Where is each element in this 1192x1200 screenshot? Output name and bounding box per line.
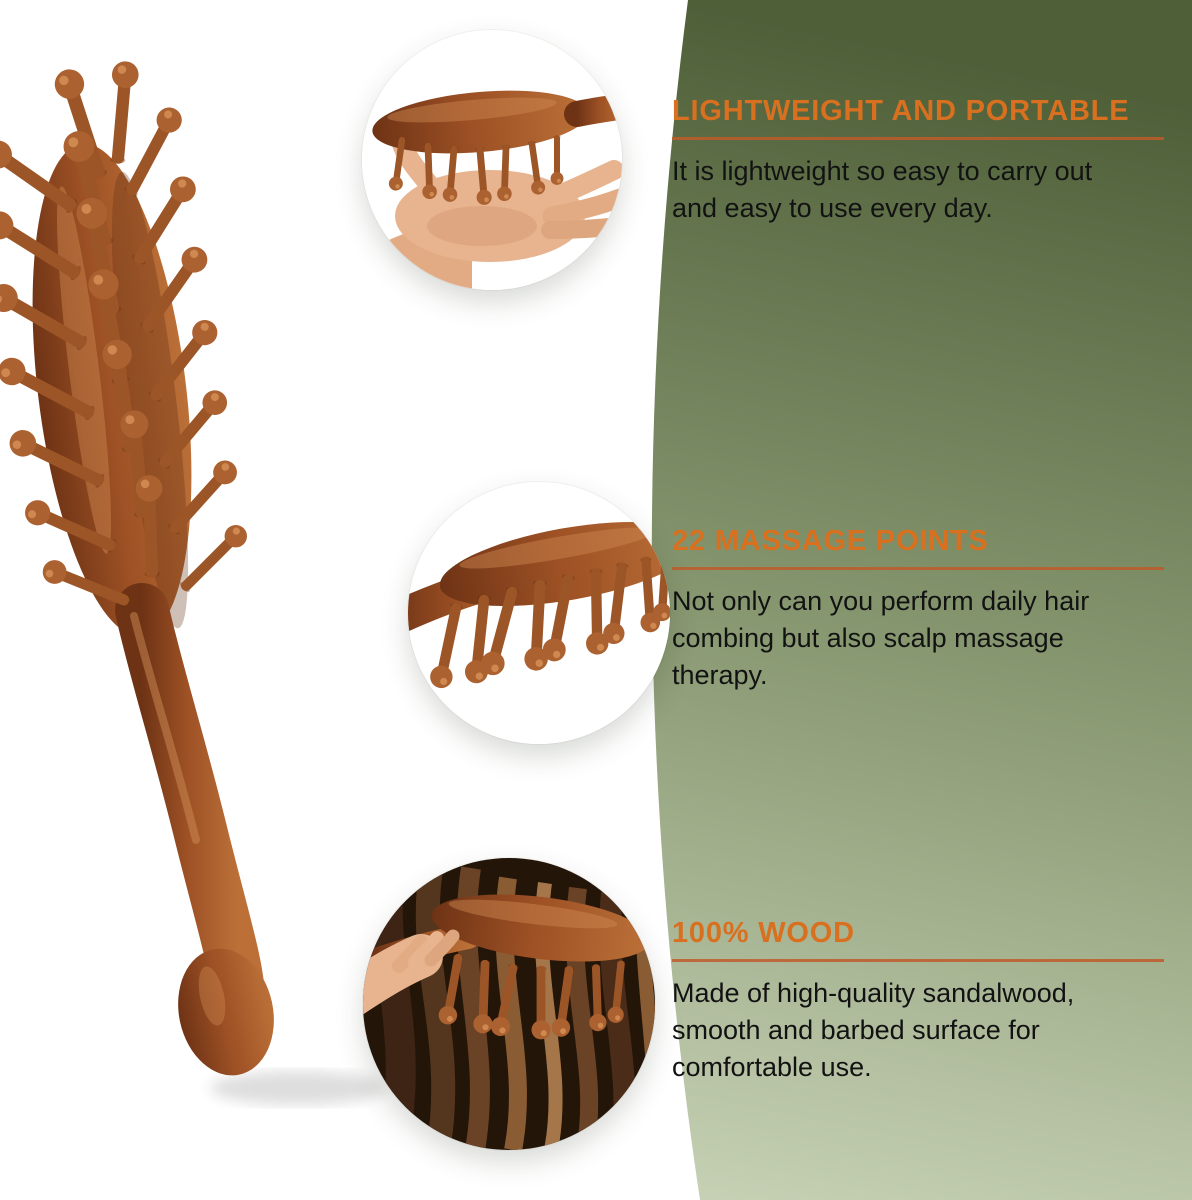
callout-massage-points-underline [672, 567, 1164, 570]
comb-brushing-hair-scene [363, 858, 655, 1150]
callout-lightweight-heading: LIGHTWEIGHT AND PORTABLE [672, 95, 1130, 127]
inset-photo-comb-brushing-hair [363, 858, 655, 1150]
callout-lightweight-underline [672, 137, 1164, 140]
callout-100-percent-wood: 100% WOOD Made of high-quality sandalwoo… [672, 916, 1164, 1086]
comb-body [32, 143, 274, 1076]
callout-massage-points-heading: 22 MASSAGE POINTS [672, 525, 989, 557]
comb-closeup [408, 521, 670, 691]
callout-100-percent-wood-body: Made of high-quality sandalwood, smooth … [672, 975, 1164, 1086]
callout-massage-points: 22 MASSAGE POINTS Not only can you perfo… [672, 524, 1164, 694]
body-text-line: comfortable use. [672, 1052, 872, 1082]
hand-holding-comb-handle [363, 929, 460, 1015]
callout-lightweight: LIGHTWEIGHT AND PORTABLE It is lightweig… [672, 94, 1164, 227]
body-text-line: Made of high-quality sandalwood, [672, 978, 1075, 1008]
callout-100-percent-wood-underline [672, 959, 1164, 962]
body-text-line: Not only can you perform daily hair [672, 586, 1090, 616]
body-text-line: It is lightweight so easy to carry out [672, 156, 1093, 186]
product-shadow [210, 1071, 386, 1105]
main-product-photo-wooden-massage-comb [0, 60, 386, 1105]
body-text-line: combing but also scalp massage [672, 623, 1064, 653]
inset-photo-hand-holding-comb [362, 30, 622, 290]
comb-teeth-closeup-scene [408, 482, 670, 744]
body-text-line: therapy. [672, 660, 768, 690]
comb-on-palm [372, 90, 622, 206]
body-text-line: and easy to use every day. [672, 193, 993, 223]
hand-holding-comb-scene [362, 30, 622, 290]
callout-100-percent-wood-heading: 100% WOOD [672, 917, 855, 949]
callout-lightweight-body: It is lightweight so easy to carry out a… [672, 153, 1164, 227]
callout-massage-points-body: Not only can you perform daily hair comb… [672, 583, 1164, 694]
inset-photo-comb-teeth-closeup [408, 482, 670, 744]
body-text-line: smooth and barbed surface for [672, 1015, 1040, 1045]
